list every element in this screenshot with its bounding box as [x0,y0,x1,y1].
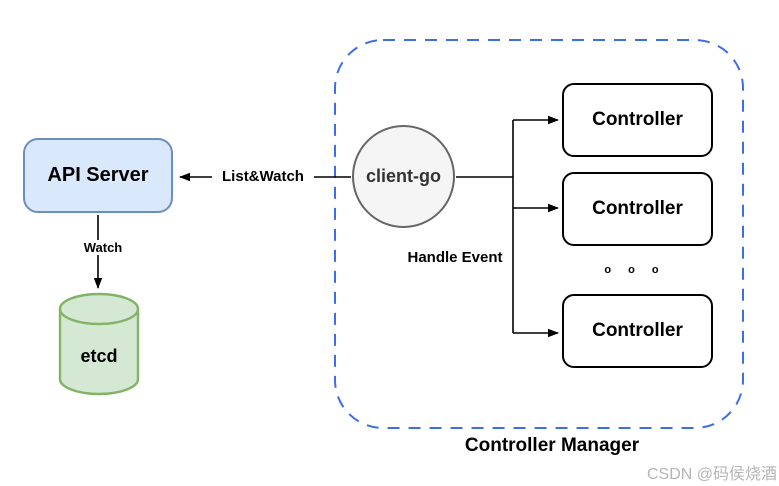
handle-event-label: Handle Event [407,249,503,266]
controller-node-1: Controller [562,83,713,157]
client-go-label: client-go [366,166,441,186]
controller-manager-title: Controller Manager [464,435,640,456]
etcd-cylinder [58,292,140,396]
watermark-text: CSDN @码侯烧酒 [646,466,777,483]
controller-node-2: Controller [562,172,713,246]
controller-node-3: Controller [562,294,713,368]
controller-2-label: Controller [592,198,683,219]
api-server-node: API Server [23,138,173,213]
api-server-label: API Server [47,164,149,186]
client-go-node: client-go [352,125,455,228]
ellipsis-dots: o o o [604,264,666,276]
list-watch-label: List&Watch [212,168,314,185]
controller-1-label: Controller [592,109,683,130]
controller-manager-dashed-border [334,39,744,429]
etcd-label: etcd [80,346,118,366]
controller-3-label: Controller [592,320,683,341]
watch-label: Watch [78,240,128,255]
